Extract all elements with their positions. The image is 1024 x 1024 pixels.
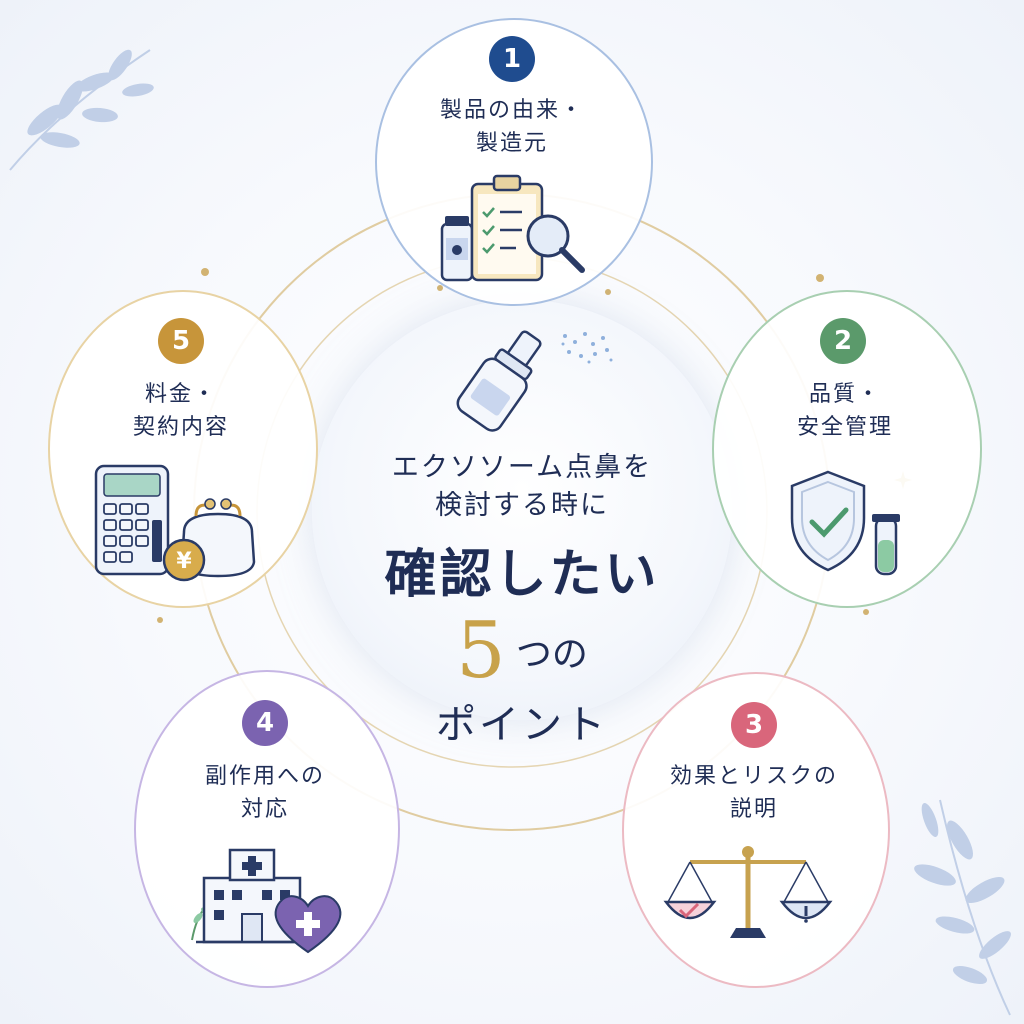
hospital-heart-icon bbox=[191, 848, 342, 954]
point-1-label-line1: 製品の由来・ bbox=[439, 98, 584, 123]
point-4-label-line2: 対応 bbox=[240, 797, 289, 822]
shield-check-test-tube-icon bbox=[790, 470, 900, 576]
balance-scale-icon bbox=[663, 846, 833, 938]
nasal-spray-icon bbox=[456, 330, 613, 432]
center-title-line5: ポイント bbox=[436, 702, 608, 748]
point-2-label-line1: 品質・ bbox=[808, 382, 881, 407]
point-1-badge: 1 bbox=[489, 36, 535, 82]
svg-text:¥: ¥ bbox=[176, 549, 192, 574]
point-4-label: 副作用への 対応 bbox=[134, 760, 396, 826]
leaf-decoration-bottom-right-icon bbox=[914, 799, 1011, 1016]
center-title-line1: エクソソーム点鼻を bbox=[391, 452, 653, 483]
clipboard-magnifier-vial-icon bbox=[440, 174, 585, 282]
point-3-label: 効果とリスクの 説明 bbox=[622, 760, 886, 826]
calculator-purse-yen-icon: ¥ bbox=[94, 464, 256, 582]
point-3-badge: 3 bbox=[731, 702, 777, 748]
point-2-label: 品質・ 安全管理 bbox=[712, 378, 978, 444]
center-title-emphasis: 確認したい bbox=[384, 544, 660, 605]
point-4-label-line1: 副作用への bbox=[204, 764, 325, 789]
point-3-label-line2: 説明 bbox=[729, 797, 778, 822]
center-title-line2: 検討する時に bbox=[435, 490, 609, 521]
center-title-counter: つの bbox=[515, 634, 588, 675]
point-5-label: 料金・ 契約内容 bbox=[48, 378, 314, 444]
point-5-label-line2: 契約内容 bbox=[132, 415, 229, 440]
center-title-number: 5 bbox=[456, 606, 506, 696]
point-5-badge: 5 bbox=[158, 318, 204, 364]
point-5-label-line1: 料金・ bbox=[144, 382, 217, 407]
point-4-badge: 4 bbox=[242, 700, 288, 746]
point-2-badge: 2 bbox=[820, 318, 866, 364]
leaf-decoration-top-left-icon bbox=[9, 49, 154, 171]
point-1-label: 製品の由来・ 製造元 bbox=[375, 94, 649, 160]
point-1-label-line2: 製造元 bbox=[475, 131, 548, 156]
point-2-label-line2: 安全管理 bbox=[796, 415, 893, 440]
point-3-label-line1: 効果とリスクの bbox=[669, 764, 838, 789]
